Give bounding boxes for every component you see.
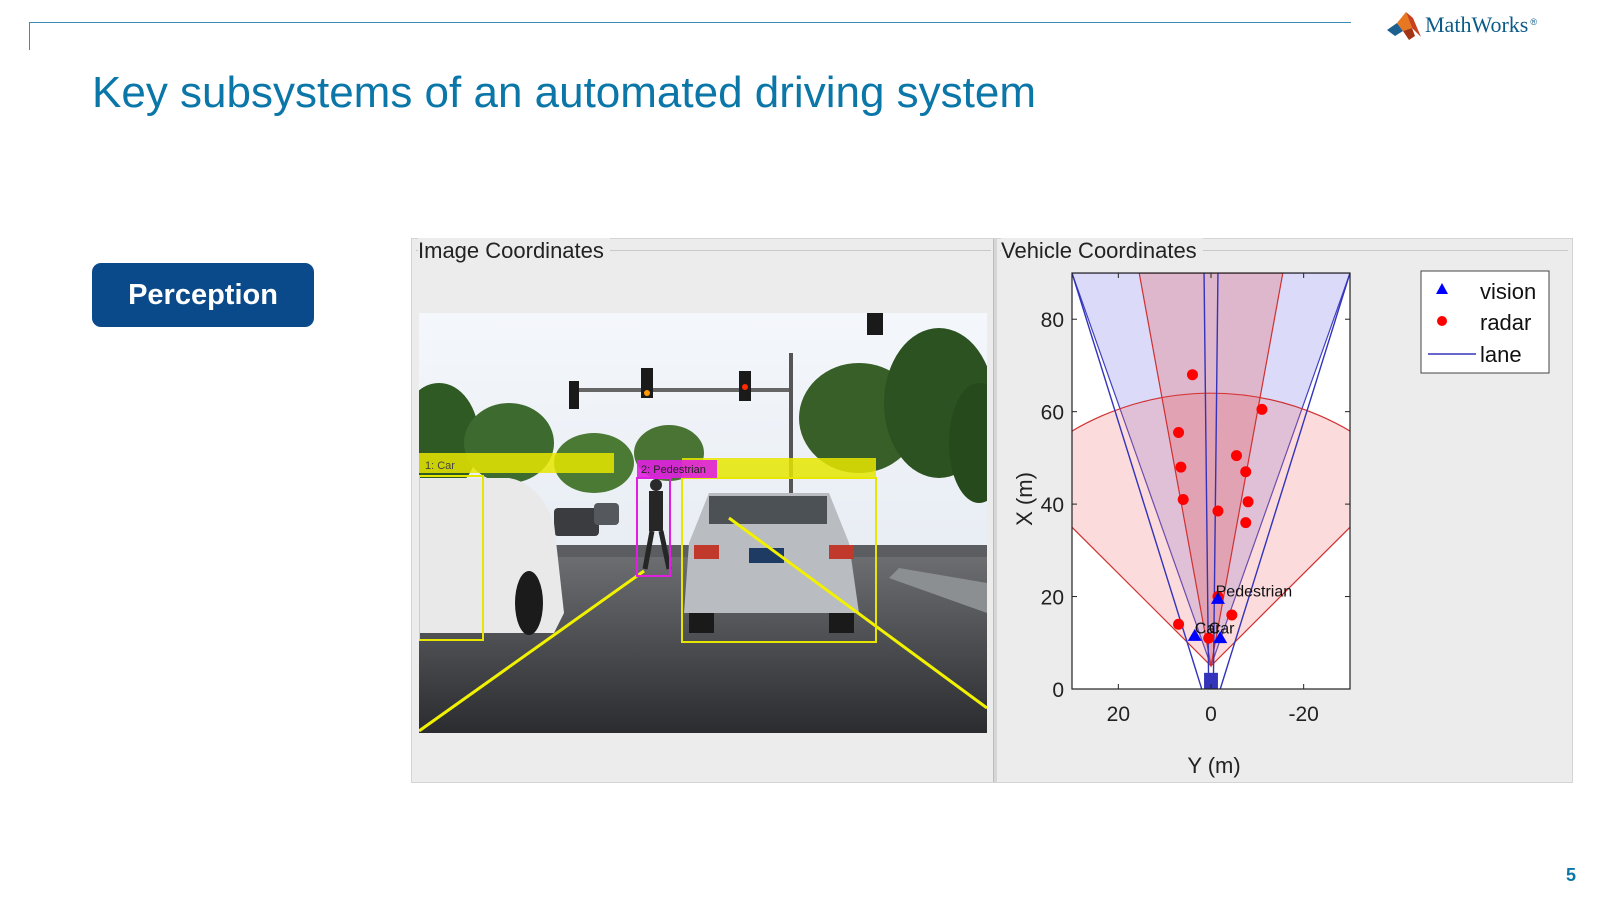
logo-registered-mark: ® (1530, 17, 1537, 27)
page-number: 5 (1565, 865, 1576, 885)
radar-point (1256, 403, 1268, 415)
vision-point (1210, 591, 1225, 604)
lane-line (1219, 273, 1350, 689)
radar-point (1175, 461, 1187, 473)
image-coordinates-title: Image Coordinates (418, 238, 610, 264)
header-rule-tick (29, 22, 30, 50)
y-tick-label: 40 (1041, 494, 1064, 517)
x-tick-label: 0 (1205, 703, 1217, 726)
curb (889, 568, 987, 613)
detection-car-1 (419, 453, 614, 641)
detection-car-2 (681, 458, 877, 643)
legend-radar-label: radar (1480, 310, 1531, 335)
right-panel-rule (1000, 250, 1568, 251)
lane-line-right (728, 516, 987, 710)
y-tick-label: 60 (1041, 402, 1064, 425)
left-panel-rule (416, 250, 991, 251)
radar-point (1226, 609, 1238, 621)
radar-point (1212, 505, 1224, 517)
slide-title: Key subsystems of an automated driving s… (92, 68, 1036, 117)
detection-pedestrian-label: 2: Pedestrian (641, 464, 706, 476)
plot-annotation: Car (1209, 621, 1235, 638)
traffic-signals (569, 313, 883, 553)
vision-coverage-area (1072, 273, 1350, 668)
mathworks-logo: MathWorks ® (1387, 10, 1537, 40)
distant-car (594, 503, 619, 525)
panel-separator (993, 239, 997, 782)
legend: vision radar lane (1420, 270, 1550, 374)
x-axis-label: Y (m) (1187, 753, 1240, 778)
x-tick-label: -20 (1288, 703, 1318, 726)
logo-wordmark: MathWorks (1425, 12, 1529, 37)
lane-line (1212, 273, 1219, 689)
van-wheel (515, 571, 543, 635)
camera-image: 1: Car 2: Pedestrian (419, 313, 987, 733)
perception-button[interactable]: Perception (92, 263, 314, 327)
y-tick-label: 0 (1052, 679, 1064, 702)
x-tick-label: 20 (1107, 703, 1130, 726)
vision-point (1213, 631, 1228, 644)
plot-area (1072, 273, 1350, 689)
membrane-logo-icon (1387, 12, 1421, 40)
radar-point (1240, 466, 1252, 478)
y-tick-label: 80 (1041, 309, 1064, 332)
legend-vision-icon (1436, 283, 1448, 294)
radar-point (1177, 493, 1189, 505)
legend-vision-label: vision (1480, 279, 1536, 304)
y-tick-label: 20 (1041, 587, 1064, 610)
plot-annotation: Car (1195, 621, 1221, 638)
radar-point (1173, 426, 1185, 438)
silver-car (684, 493, 859, 633)
header-rule (29, 22, 1351, 23)
radar-short-coverage-area (1072, 392, 1350, 667)
pedestrian-figure (642, 479, 672, 570)
radar-point (1240, 517, 1252, 529)
detection-car-1-label: 1: Car (425, 460, 455, 472)
distant-car (554, 508, 599, 536)
ego-vehicle (1204, 672, 1218, 689)
lane-line-left (419, 569, 645, 733)
detection-pedestrian (636, 460, 717, 577)
radar-point (1242, 496, 1254, 508)
perception-figure: Image Coordinates Vehicle Coordinates (411, 238, 1573, 783)
legend-radar-icon (1437, 316, 1447, 326)
y-axis-label: X (m) (1012, 472, 1037, 526)
vehicle-coordinates-title: Vehicle Coordinates (1001, 238, 1203, 264)
radar-point (1186, 369, 1198, 381)
radar-point (1203, 632, 1215, 644)
radar-point (1230, 450, 1242, 462)
vision-point (1187, 628, 1202, 641)
radar-point (1173, 618, 1185, 630)
legend-lane-label: lane (1480, 342, 1522, 367)
plot-annotation: Pedestrian (1216, 584, 1293, 601)
lane-line (1203, 273, 1210, 689)
